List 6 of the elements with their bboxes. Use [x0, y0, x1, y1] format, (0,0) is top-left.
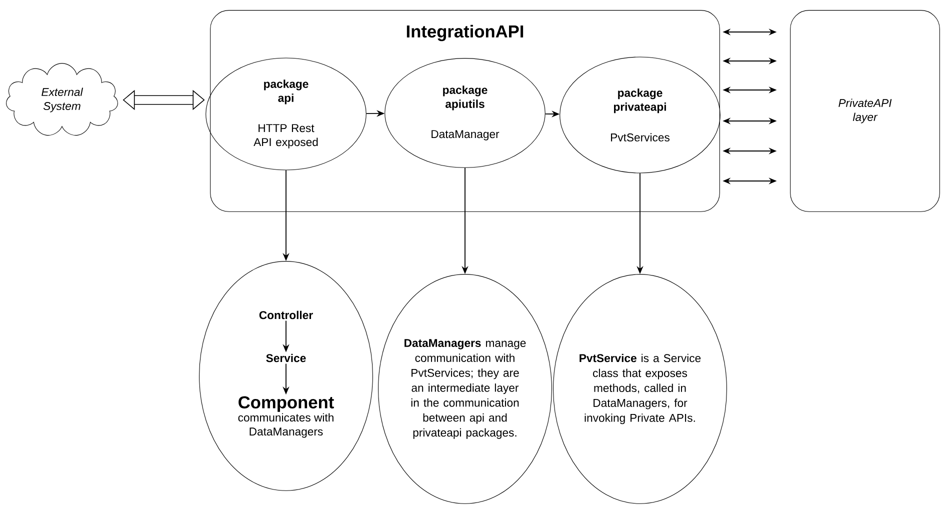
class-label: Component communicates with DataManagers	[238, 396, 334, 438]
layer-box: PrivateAPI layer	[790, 10, 940, 212]
class-label: Service	[266, 354, 306, 362]
class-ellipse	[199, 261, 373, 491]
double-arrow	[122, 90, 205, 110]
class-label: Controller	[259, 310, 313, 320]
